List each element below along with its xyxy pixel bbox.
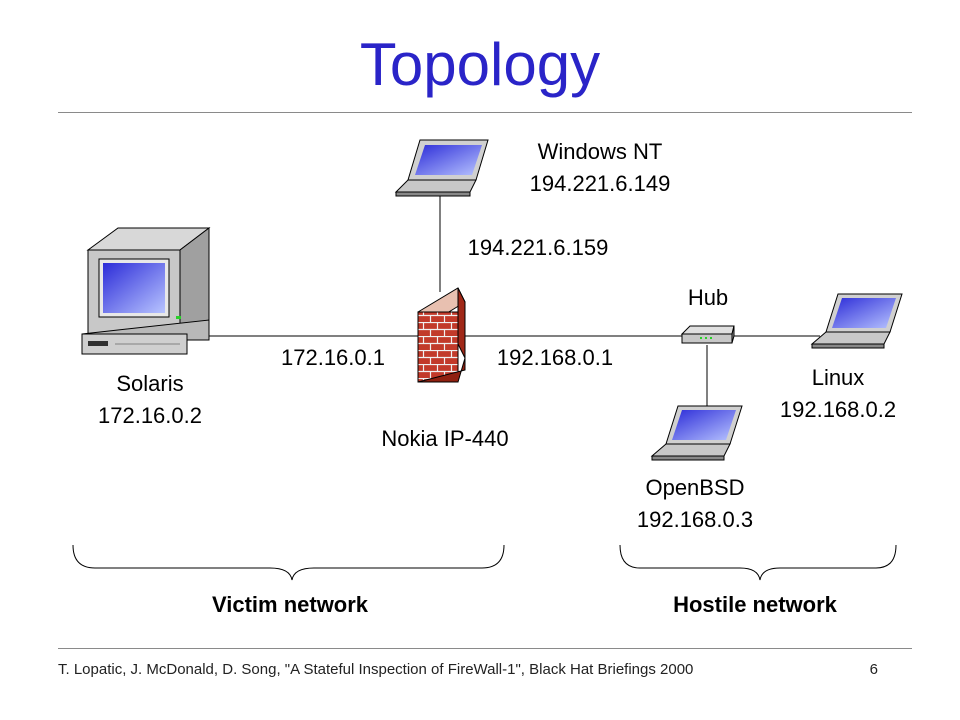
solaris-label: Solaris 172.16.0.2: [75, 368, 225, 432]
solaris-ip: 172.16.0.2: [98, 403, 202, 428]
openbsd-name: OpenBSD: [645, 475, 745, 500]
windows-ip: 194.221.6.149: [529, 171, 671, 196]
linux-ip: 192.168.0.2: [779, 397, 897, 422]
linux-name: Linux: [811, 365, 865, 390]
solaris-computer-icon: [81, 226, 211, 355]
victim-network-label: Victim network: [211, 592, 369, 617]
solaris-name: Solaris: [116, 371, 184, 396]
footer-divider: [58, 648, 912, 649]
windows-laptop-icon: [394, 139, 489, 197]
network-links: [205, 186, 820, 415]
firewall-icon: [417, 287, 466, 383]
firewall-external-ip: 194.221.6.159: [467, 235, 609, 260]
page-number: 6: [869, 661, 878, 678]
openbsd-laptop-icon: [650, 405, 743, 461]
hostile-network-brace: [619, 544, 897, 581]
openbsd-label: OpenBSD 192.168.0.3: [615, 472, 775, 536]
title-divider: [58, 112, 912, 113]
firewall-name: Nokia IP-440: [381, 426, 509, 451]
hub-label: Hub: [687, 285, 729, 310]
hostile-network-label: Hostile network: [673, 592, 837, 617]
victim-network-brace: [72, 544, 505, 581]
windows-name: Windows NT: [537, 139, 663, 164]
linux-label: Linux 192.168.0.2: [768, 362, 908, 426]
openbsd-ip: 192.168.0.3: [636, 507, 754, 532]
slide-title: Topology: [359, 31, 601, 98]
firewall-internal-ip: 172.16.0.1: [281, 345, 385, 370]
linux-laptop-icon: [810, 293, 903, 349]
firewall-hostile-ip: 192.168.0.1: [496, 345, 614, 370]
hub-icon: [680, 325, 735, 344]
windows-label: Windows NT 194.221.6.149: [500, 136, 700, 200]
footer-citation: T. Lopatic, J. McDonald, D. Song, "A Sta…: [58, 661, 694, 678]
